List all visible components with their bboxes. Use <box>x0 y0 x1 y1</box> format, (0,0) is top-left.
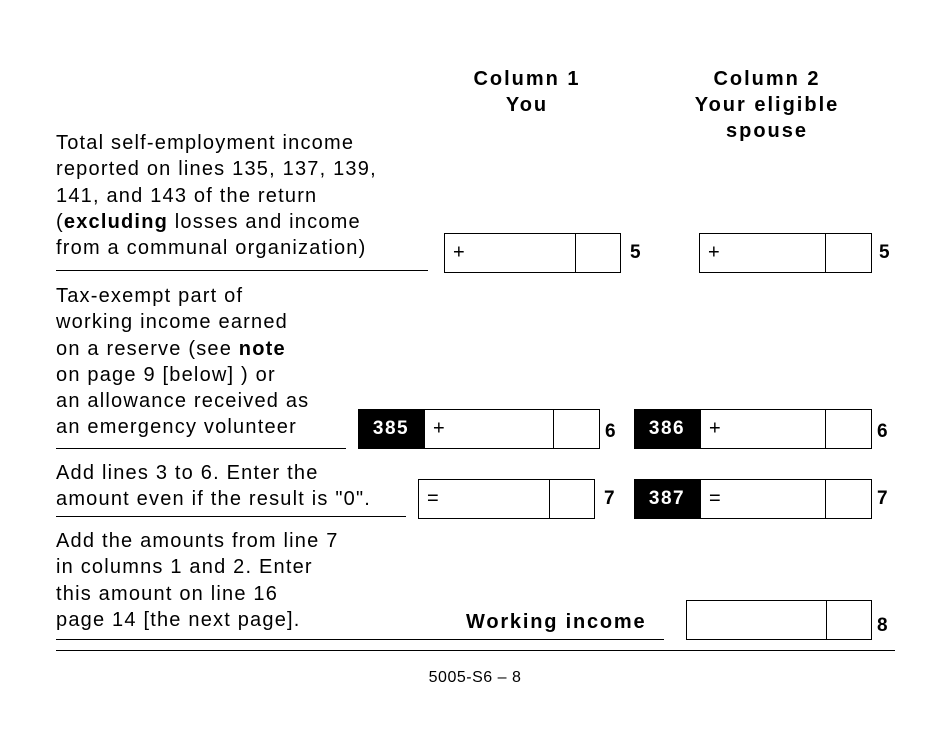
line-8-text-2: in columns 1 and 2. Enter <box>56 556 313 579</box>
equals-sign: = <box>427 487 439 510</box>
line-6-col2-cents[interactable] <box>825 410 871 448</box>
plus-sign: + <box>709 417 721 440</box>
line-5-text-4: (excluding losses and income <box>56 209 377 235</box>
line-8-description: Add the amounts from line 7 in columns 1… <box>56 528 339 633</box>
line-6-note: note <box>238 337 286 360</box>
line-5-col1-field[interactable]: + <box>444 233 621 273</box>
line-5-number-col2: 5 <box>879 242 890 263</box>
line-7-number-col1: 7 <box>604 488 615 509</box>
line-5-text-2: reported on lines 135, 137, 139, <box>56 158 377 181</box>
line-6-col1-cents[interactable] <box>553 410 599 448</box>
line-5-text-4-rest: losses and income <box>168 210 361 233</box>
line-8-rule <box>56 639 664 640</box>
line-5-col2-field[interactable]: + <box>699 233 872 273</box>
line-6-col2-code: 386 <box>634 409 700 449</box>
line-7-col2-code: 387 <box>634 479 700 519</box>
line-7-number-col2: 7 <box>877 488 888 509</box>
line-7-rule <box>56 516 406 517</box>
plus-sign: + <box>453 241 465 264</box>
column-1-title: Column 1 <box>473 68 581 90</box>
line-7-description: Add lines 3 to 6. Enter the amount even … <box>56 460 371 513</box>
working-income-field[interactable] <box>686 600 872 640</box>
line-6-text-1: Tax-exempt part of <box>56 285 244 307</box>
line-7-col1-cents[interactable] <box>549 480 594 518</box>
working-income-label: Working income <box>466 611 647 633</box>
line-6-description: Tax-exempt part of working income earned… <box>56 283 309 441</box>
form-page-id: 5005-S6 – 8 <box>428 669 522 686</box>
column-1-header: Column 1 You <box>447 66 607 118</box>
line-5-number-col1: 5 <box>630 242 641 263</box>
column-2-header: Column 2 Your eligible spouse <box>677 66 857 144</box>
page-bottom-rule <box>56 650 895 651</box>
plus-sign: + <box>708 241 720 264</box>
line-7-text-1: Add lines 3 to 6. Enter the <box>56 462 319 484</box>
line-7-text-2: amount even if the result is "0". <box>56 488 372 511</box>
line-5-col2-cents[interactable] <box>825 234 871 272</box>
line-5-open-paren: ( <box>56 210 64 233</box>
line-6-col2-field[interactable]: + <box>700 409 872 449</box>
line-5-text-5: from a communal organization) <box>56 237 367 260</box>
line-5-text-1: Total self-employment income <box>56 132 355 154</box>
line-8-number: 8 <box>877 615 888 636</box>
column-1-subtitle: You <box>505 94 549 116</box>
line-6-number-col2: 6 <box>877 421 888 442</box>
line-7-col2-cents[interactable] <box>825 480 871 518</box>
line-6-col1-field[interactable]: + <box>424 409 600 449</box>
line-5-rule <box>56 270 428 271</box>
line-8-text-3: this amount on line 16 <box>56 582 279 605</box>
line-5-excluding: excluding <box>63 210 169 233</box>
line-5-description: Total self-employment income reported on… <box>56 130 377 261</box>
column-2-subtitle-2: spouse <box>725 120 809 142</box>
line-6-number-col1: 6 <box>605 421 616 442</box>
line-8-text-4: page 14 [the next page]. <box>56 608 301 631</box>
line-6-rule <box>56 448 346 449</box>
line-6-text-6: an emergency volunteer <box>56 416 297 439</box>
working-income-cents[interactable] <box>826 601 871 639</box>
line-6-col1-code: 385 <box>358 409 424 449</box>
plus-sign: + <box>433 417 445 440</box>
line-8-text-1: Add the amounts from line 7 <box>56 530 339 552</box>
line-6-text-4: on page 9 [below] ) or <box>56 363 276 386</box>
line-7-col1-field[interactable]: = <box>418 479 595 519</box>
line-7-col2-field[interactable]: = <box>700 479 872 519</box>
line-6-text-2: working income earned <box>56 311 288 334</box>
line-6-text-3: on a reserve (see note <box>56 336 309 362</box>
equals-sign: = <box>709 487 721 510</box>
line-6-text-3-pre: on a reserve (see <box>56 337 239 360</box>
column-2-subtitle-1: Your eligible <box>694 94 840 116</box>
line-5-text-3: 141, and 143 of the return <box>56 184 318 207</box>
line-6-text-5: an allowance received as <box>56 390 310 413</box>
line-5-col1-cents[interactable] <box>575 234 620 272</box>
column-2-title: Column 2 <box>713 68 821 90</box>
